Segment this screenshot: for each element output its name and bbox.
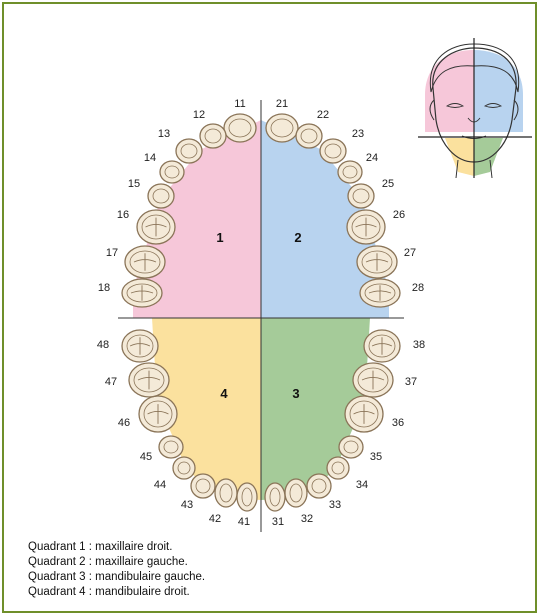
quadrant-2-label: 2 [294,230,301,245]
face-quadrant-inset [418,38,532,178]
tooth-label-25: 25 [382,178,394,190]
tooth-14 [160,161,184,183]
tooth-label-14: 14 [144,152,156,164]
tooth-label-11: 11 [234,98,245,110]
tooth-label-12: 12 [193,109,205,121]
quadrant-1-label: 1 [216,230,223,245]
tooth-44 [173,457,195,479]
tooth-label-26: 26 [393,209,405,221]
tooth-label-37: 37 [405,376,417,388]
tooth-24 [338,161,362,183]
tooth-label-33: 33 [329,499,341,511]
legend-item-quadrant-1: Quadrant 1 : maxillaire droit. [28,540,508,555]
tooth-22 [296,124,322,148]
tooth-47 [129,363,169,397]
tooth-42 [215,479,237,507]
tooth-label-31: 31 [272,516,284,528]
tooth-18 [122,279,162,307]
tooth-25 [348,184,374,208]
tooth-28 [360,279,400,307]
face-upper-right-region [425,50,474,132]
tooth-label-46: 46 [118,417,130,429]
tooth-13 [176,139,202,163]
tooth-36 [345,396,383,432]
legend-item-quadrant-4: Quadrant 4 : mandibulaire droit. [28,585,508,600]
tooth-label-16: 16 [117,209,129,221]
tooth-label-13: 13 [158,128,170,140]
tooth-label-34: 34 [356,479,368,491]
tooth-38 [364,330,400,362]
tooth-label-43: 43 [181,499,193,511]
tooth-21 [266,114,298,142]
tooth-label-18: 18 [98,282,110,294]
tooth-34 [327,457,349,479]
tooth-label-47: 47 [105,376,117,388]
tooth-label-24: 24 [366,152,378,164]
tooth-48 [122,330,158,362]
legend-item-quadrant-3: Quadrant 3 : mandibulaire gauche. [28,570,508,585]
tooth-label-45: 45 [140,451,152,463]
tooth-33 [307,474,331,498]
tooth-27 [357,246,397,278]
tooth-label-42: 42 [209,513,221,525]
quadrant-4-label: 4 [220,386,228,401]
legend: Quadrant 1 : maxillaire droit. Quadrant … [28,540,508,600]
tooth-37 [353,363,393,397]
tooth-32 [285,479,307,507]
tooth-label-23: 23 [352,128,364,140]
tooth-label-36: 36 [392,417,404,429]
tooth-26 [347,210,385,244]
tooth-46 [139,396,177,432]
tooth-45 [159,436,183,458]
face-lower-left-region [474,138,503,176]
tooth-31 [265,483,285,511]
tooth-label-32: 32 [301,513,313,525]
tooth-label-15: 15 [128,178,140,190]
tooth-35 [339,436,363,458]
tooth-43 [191,474,215,498]
legend-item-quadrant-2: Quadrant 2 : maxillaire gauche. [28,555,508,570]
tooth-17 [125,246,165,278]
tooth-23 [320,139,346,163]
tooth-label-41: 41 [238,516,250,528]
tooth-12 [200,124,226,148]
tooth-16 [137,210,175,244]
tooth-label-38: 38 [413,339,425,351]
tooth-label-44: 44 [154,479,166,491]
tooth-label-48: 48 [97,339,109,351]
face-lower-right-region [445,138,474,176]
tooth-41 [237,483,257,511]
tooth-15 [148,184,174,208]
tooth-label-17: 17 [106,247,118,259]
tooth-label-28: 28 [412,282,424,294]
quadrant-3-label: 3 [292,386,299,401]
tooth-label-27: 27 [404,247,416,259]
tooth-label-22: 22 [317,109,329,121]
tooth-11 [224,114,256,142]
tooth-label-35: 35 [370,451,382,463]
tooth-label-21: 21 [276,98,288,110]
